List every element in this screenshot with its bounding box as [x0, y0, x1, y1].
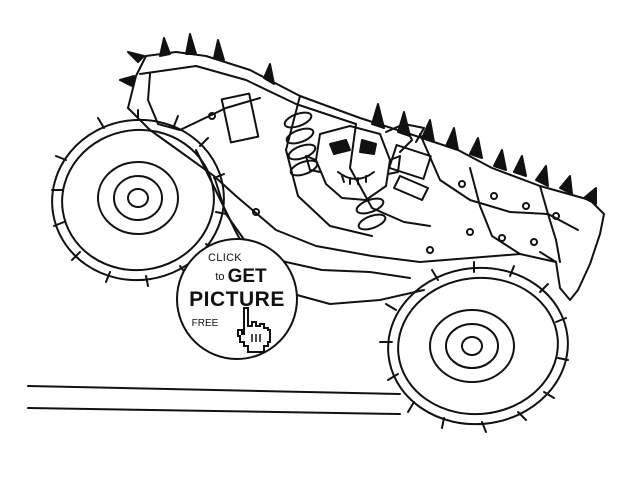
pointing-hand-icon	[237, 307, 271, 353]
driver-mask	[305, 123, 425, 201]
badge-get-text: GET	[227, 266, 267, 287]
front-wheel	[379, 261, 569, 433]
suspension-springs	[283, 111, 387, 231]
rear-wheel	[51, 109, 227, 287]
ground-lines	[27, 385, 401, 415]
badge-click-text: CLICK	[208, 252, 242, 264]
badge-to-text: to	[215, 271, 225, 283]
truck-spikes	[119, 33, 597, 205]
badge-free-text: FREE	[191, 318, 219, 329]
badge-picture-text: PICTURE	[189, 288, 285, 311]
